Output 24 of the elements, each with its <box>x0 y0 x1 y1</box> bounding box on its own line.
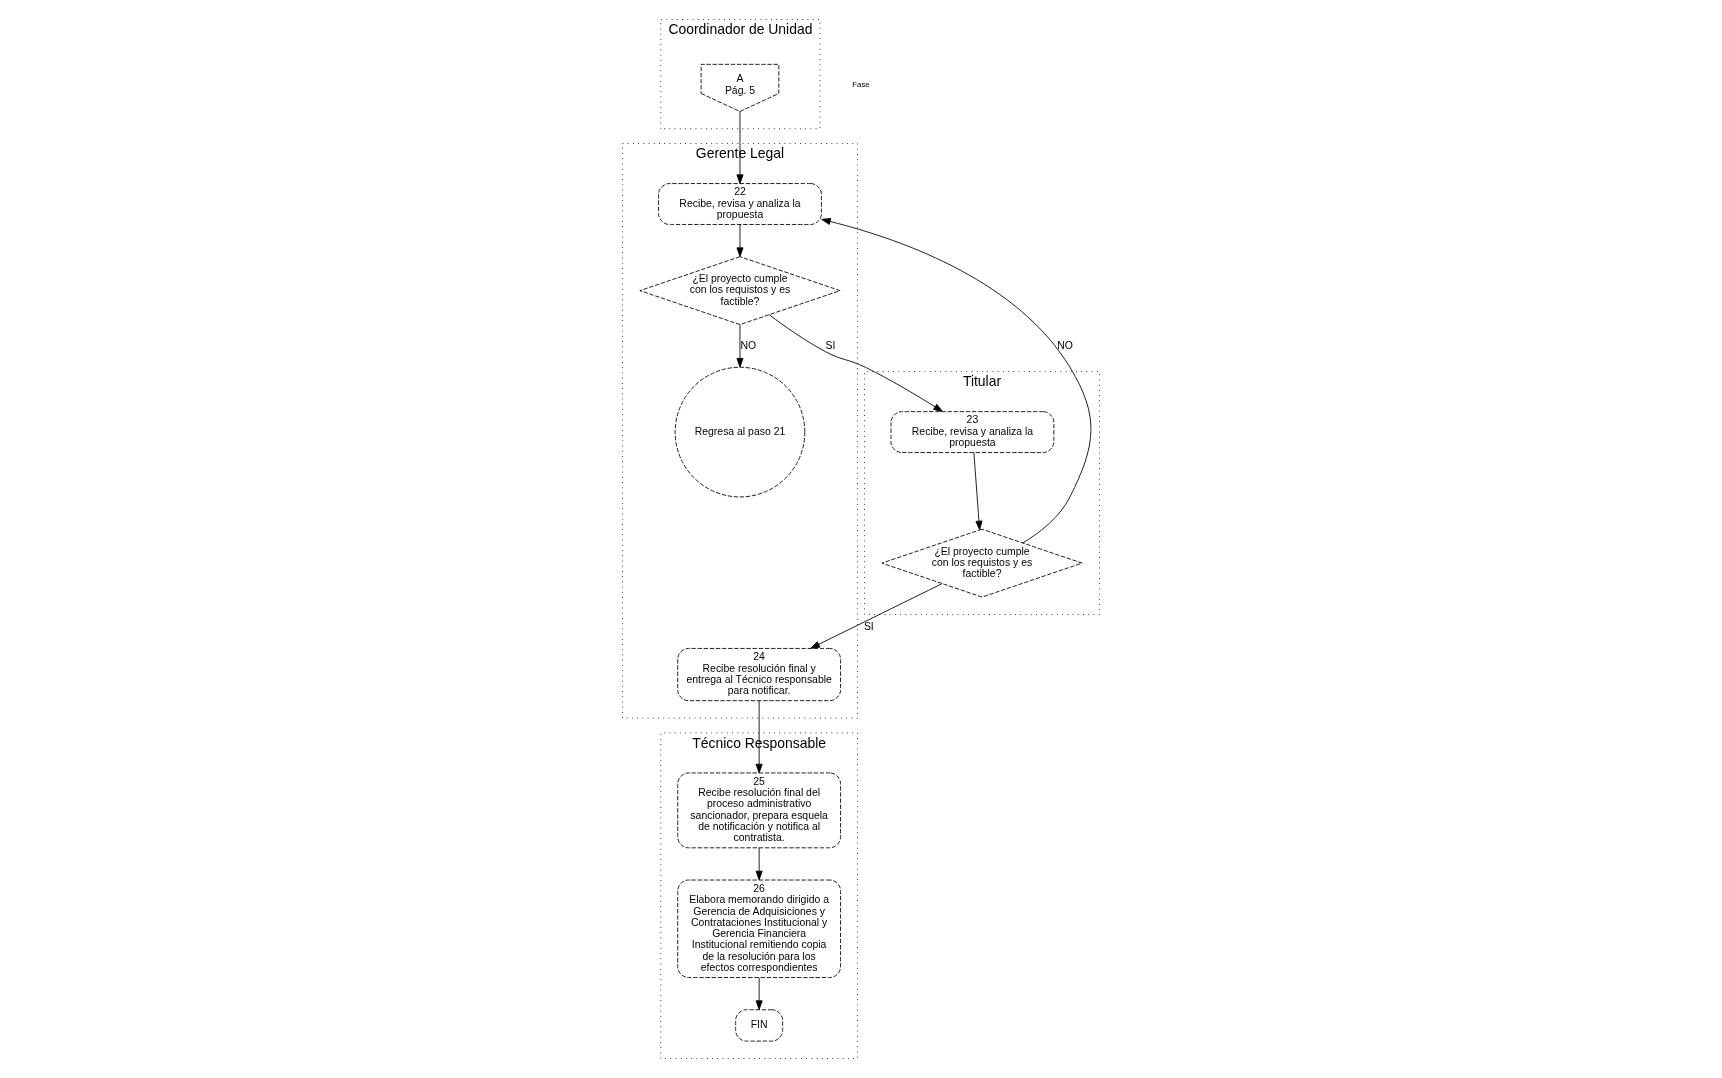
arrow <box>736 324 744 368</box>
arrow <box>973 452 983 531</box>
node-circle: Regresa al paso 21 <box>674 366 806 498</box>
node-box: 25 Recibe resolución final del proceso administrativo sancionador, prepara esquela de notificación y notifica al contratista. <box>677 772 841 849</box>
node-box: 26 Elabora memorando dirigido a Gerencia de Adquisiciones y Contrataciones Institucional y Gerencia Financiera Institucional remitiendo copia de la resolución para los efectos correspondientes <box>677 879 841 978</box>
arrow <box>736 110 744 184</box>
node-box: 24 Recibe resolución final y entrega al Técnico responsable para notificar. <box>677 648 841 702</box>
node-diamond: ¿El proyecto cumple con los requistos y es factible? <box>881 528 1083 598</box>
node-box: FIN <box>735 1009 784 1042</box>
arrow <box>810 583 943 649</box>
label: Fase <box>852 80 870 90</box>
edge-label: NO <box>740 339 757 351</box>
edge-label: SI <box>863 620 874 632</box>
edge-label: NO <box>1057 339 1073 351</box>
arrow <box>736 224 744 257</box>
node-diamond: ¿El proyecto cumple con los requistos y es factible? <box>639 256 841 326</box>
arrow <box>755 700 763 774</box>
arrow <box>768 314 943 412</box>
node-box: 22 Recibe, revisa y analiza la propuesta <box>658 183 822 225</box>
node-box: 23 Recibe, revisa y analiza la propuesta <box>890 411 1055 453</box>
arrow <box>821 218 1092 544</box>
edge-label: SI <box>825 339 836 351</box>
arrow <box>755 977 763 1010</box>
arrow <box>755 847 763 881</box>
